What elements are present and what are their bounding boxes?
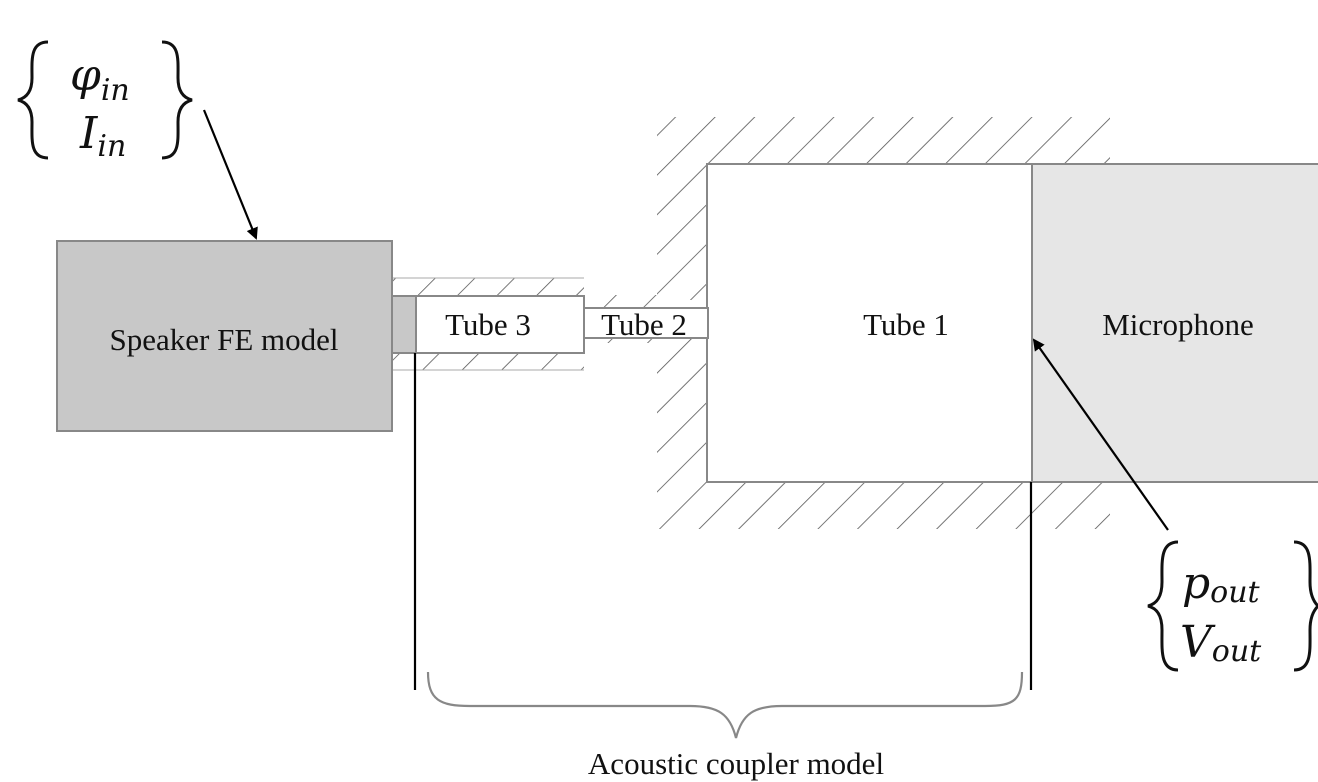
speaker-label: Speaker FE model	[109, 322, 338, 357]
input-left-brace	[17, 40, 49, 160]
input-phi-symbol: φ	[70, 50, 101, 101]
microphone-label: Microphone	[1102, 307, 1254, 342]
tube3-channel	[415, 295, 585, 354]
speaker-block	[56, 240, 393, 432]
output-left-brace	[1147, 540, 1179, 672]
output-right-brace	[1293, 540, 1318, 672]
output-p-subscript: out	[1210, 575, 1260, 610]
output-v-symbol: V	[1180, 617, 1216, 668]
output-v-subscript: out	[1212, 634, 1262, 669]
input-vector: φin Iin	[17, 40, 193, 164]
input-arrow	[202, 109, 258, 240]
tube3-label: Tube 3	[445, 307, 531, 342]
tube1-label: Tube 1	[863, 307, 949, 342]
coupler-brace	[426, 671, 1024, 739]
microphone-block	[1031, 163, 1318, 483]
svg-text:pout: pout	[1182, 558, 1261, 610]
svg-text:Vout: Vout	[1180, 617, 1262, 669]
coupler-label: Acoustic coupler model	[588, 746, 884, 781]
output-vector: pout Vout	[1147, 540, 1318, 672]
input-phi-subscript: in	[101, 73, 130, 108]
tube2-channel	[583, 307, 709, 339]
tube2-label: Tube 2	[601, 307, 687, 342]
svg-text:φin: φin	[70, 50, 130, 108]
input-i-subscript: in	[97, 129, 126, 164]
output-arrow	[1032, 338, 1169, 531]
input-i-symbol: I	[79, 108, 99, 159]
speaker-diaphragm	[391, 295, 417, 354]
output-p-symbol: p	[1182, 558, 1210, 609]
input-right-brace	[161, 40, 193, 160]
svg-text:Iin: Iin	[79, 108, 126, 164]
